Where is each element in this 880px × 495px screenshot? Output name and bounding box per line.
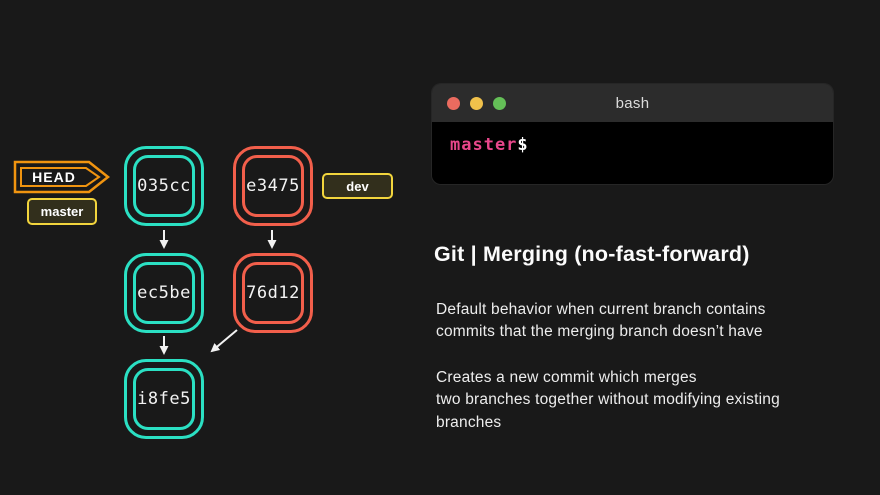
slide-title: Git | Merging (no-fast-forward) xyxy=(434,242,750,266)
minimize-window-icon[interactable] xyxy=(470,96,483,110)
commit-node-76d12: 76d12 xyxy=(233,253,313,333)
terminal-body: master$ xyxy=(432,122,833,184)
commit-node-035cc: 035cc xyxy=(124,146,204,226)
arrow-76d12-to-i8fe5 xyxy=(210,329,238,353)
head-badge: HEAD xyxy=(13,160,111,194)
commit-node-035cc-inner-ring: 035cc xyxy=(133,155,195,217)
terminal-titlebar: bash xyxy=(432,84,833,122)
commit-node-e3475-inner-ring: e3475 xyxy=(242,155,304,217)
paragraph-default-behavior: Default behavior when current branch con… xyxy=(436,301,766,341)
commit-node-ec5be-inner-ring: ec5be xyxy=(133,262,195,324)
commit-hash: e3475 xyxy=(246,176,300,196)
commit-node-i8fe5: i8fe5 xyxy=(124,359,204,439)
branch-badge-master-label: master xyxy=(40,204,84,219)
terminal-prompt-branch: master xyxy=(450,135,518,155)
commit-hash: ec5be xyxy=(137,283,191,303)
commit-node-e3475: e3475 xyxy=(233,146,313,226)
branch-badge-dev-label: dev xyxy=(346,178,369,194)
commit-hash: i8fe5 xyxy=(137,389,191,409)
head-badge-outer-outline xyxy=(13,160,111,194)
terminal-prompt-symbol: $ xyxy=(517,135,529,155)
commit-graph-arrows xyxy=(159,230,277,355)
terminal-window: bash master$ xyxy=(432,84,833,184)
paragraph-creates-commit: Creates a new commit which merges two br… xyxy=(436,369,780,431)
close-window-icon[interactable] xyxy=(447,96,460,110)
commit-node-76d12-inner-ring: 76d12 xyxy=(242,262,304,324)
head-badge-inner-outline xyxy=(20,167,101,187)
branch-badge-master: master xyxy=(27,198,97,225)
commit-hash: 76d12 xyxy=(246,283,300,303)
commit-node-ec5be: ec5be xyxy=(124,253,204,333)
head-label: HEAD xyxy=(32,169,76,185)
maximize-window-icon[interactable] xyxy=(493,96,506,110)
commit-node-i8fe5-inner-ring: i8fe5 xyxy=(133,368,195,430)
branch-badge-dev: dev xyxy=(322,173,393,199)
terminal-title: bash xyxy=(615,94,650,112)
commit-hash: 035cc xyxy=(137,176,191,196)
